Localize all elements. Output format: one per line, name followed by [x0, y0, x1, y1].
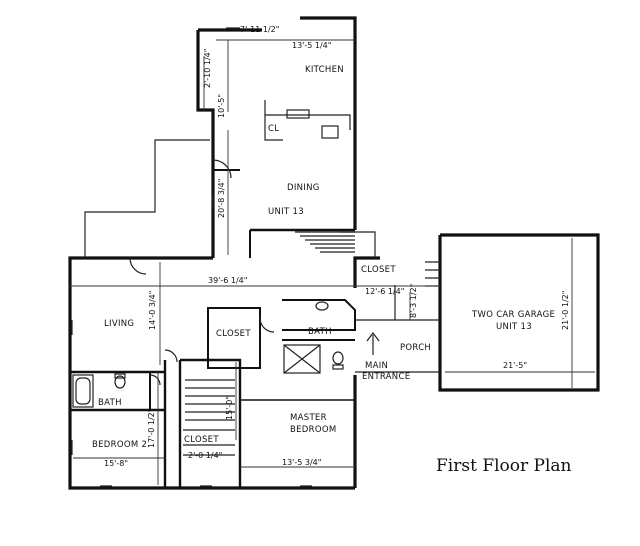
- label-unit-tag: UNIT 13: [268, 207, 304, 217]
- label-closet-bottom: CLOSET: [361, 265, 396, 275]
- dim-kitchen-width: 13'-5 1/4": [292, 41, 331, 50]
- dim-hall-depth: 15'-0": [225, 396, 234, 420]
- label-dining: DINING: [287, 183, 320, 193]
- label-master-line2: BEDROOM: [290, 425, 336, 435]
- patio-outline: [84, 139, 210, 258]
- dimension-labels: 7'-11 1/2" 13'-5 1/4" 2'-10 1/4" 10'-5" …: [104, 25, 570, 468]
- dim-bedroom2-width: 15'-8": [104, 459, 128, 468]
- dim-kitchen-small: 2'-10 1/4": [203, 49, 212, 88]
- dim-living-depth: 14'-0 3/4": [148, 291, 157, 330]
- room-labels: KITCHEN DINING UNIT 13 LIVING CLOSET BAT…: [92, 65, 555, 450]
- dim-main-width: 39'-6 1/4": [208, 276, 247, 285]
- label-entrance-line1: MAIN: [365, 361, 388, 371]
- label-living: LIVING: [104, 319, 134, 329]
- label-closet: CLOSET: [216, 329, 251, 339]
- label-master-line1: MASTER: [290, 413, 327, 423]
- label-bedroom-2: BEDROOM 2: [92, 440, 147, 450]
- dim-porch-depth: 8'-3 1/2": [409, 284, 418, 318]
- dim-bedroom2-depth: 17'-0 1/2": [147, 409, 156, 448]
- label-bath-center: BATH: [308, 327, 332, 337]
- fixtures: [71, 27, 440, 487]
- interior-walls: [70, 169, 356, 488]
- dim-master-width: 13'-5 3/4": [282, 458, 321, 467]
- exterior-walls: [68, 16, 600, 490]
- label-kitchen: KITCHEN: [305, 65, 344, 75]
- dim-dining-depth: 20'-8 3/4": [217, 179, 226, 218]
- dim-kitchen-top: 7'-11 1/2": [240, 25, 279, 34]
- dimension-lines: [70, 39, 595, 485]
- dim-garage-depth: 21'-0 1/2": [561, 291, 570, 330]
- label-garage-line2: UNIT 13: [496, 322, 532, 332]
- dim-porch-width: 12'-6 1/4": [365, 287, 404, 296]
- label-garage-line1: TWO CAR GARAGE: [471, 310, 555, 320]
- label-cl: CL: [268, 124, 279, 134]
- dim-kitchen-depth: 10'-5": [217, 94, 226, 118]
- plan-caption: First Floor Plan: [436, 456, 572, 476]
- dim-closet-small: 2'-0 1/4": [188, 451, 222, 460]
- label-entrance-line2: ENTRANCE: [362, 372, 410, 382]
- label-closet-small: CLOSET: [184, 435, 219, 445]
- dim-garage-width: 21'-5": [503, 361, 527, 370]
- label-porch: PORCH: [400, 343, 431, 353]
- label-bath-left: BATH: [98, 398, 122, 408]
